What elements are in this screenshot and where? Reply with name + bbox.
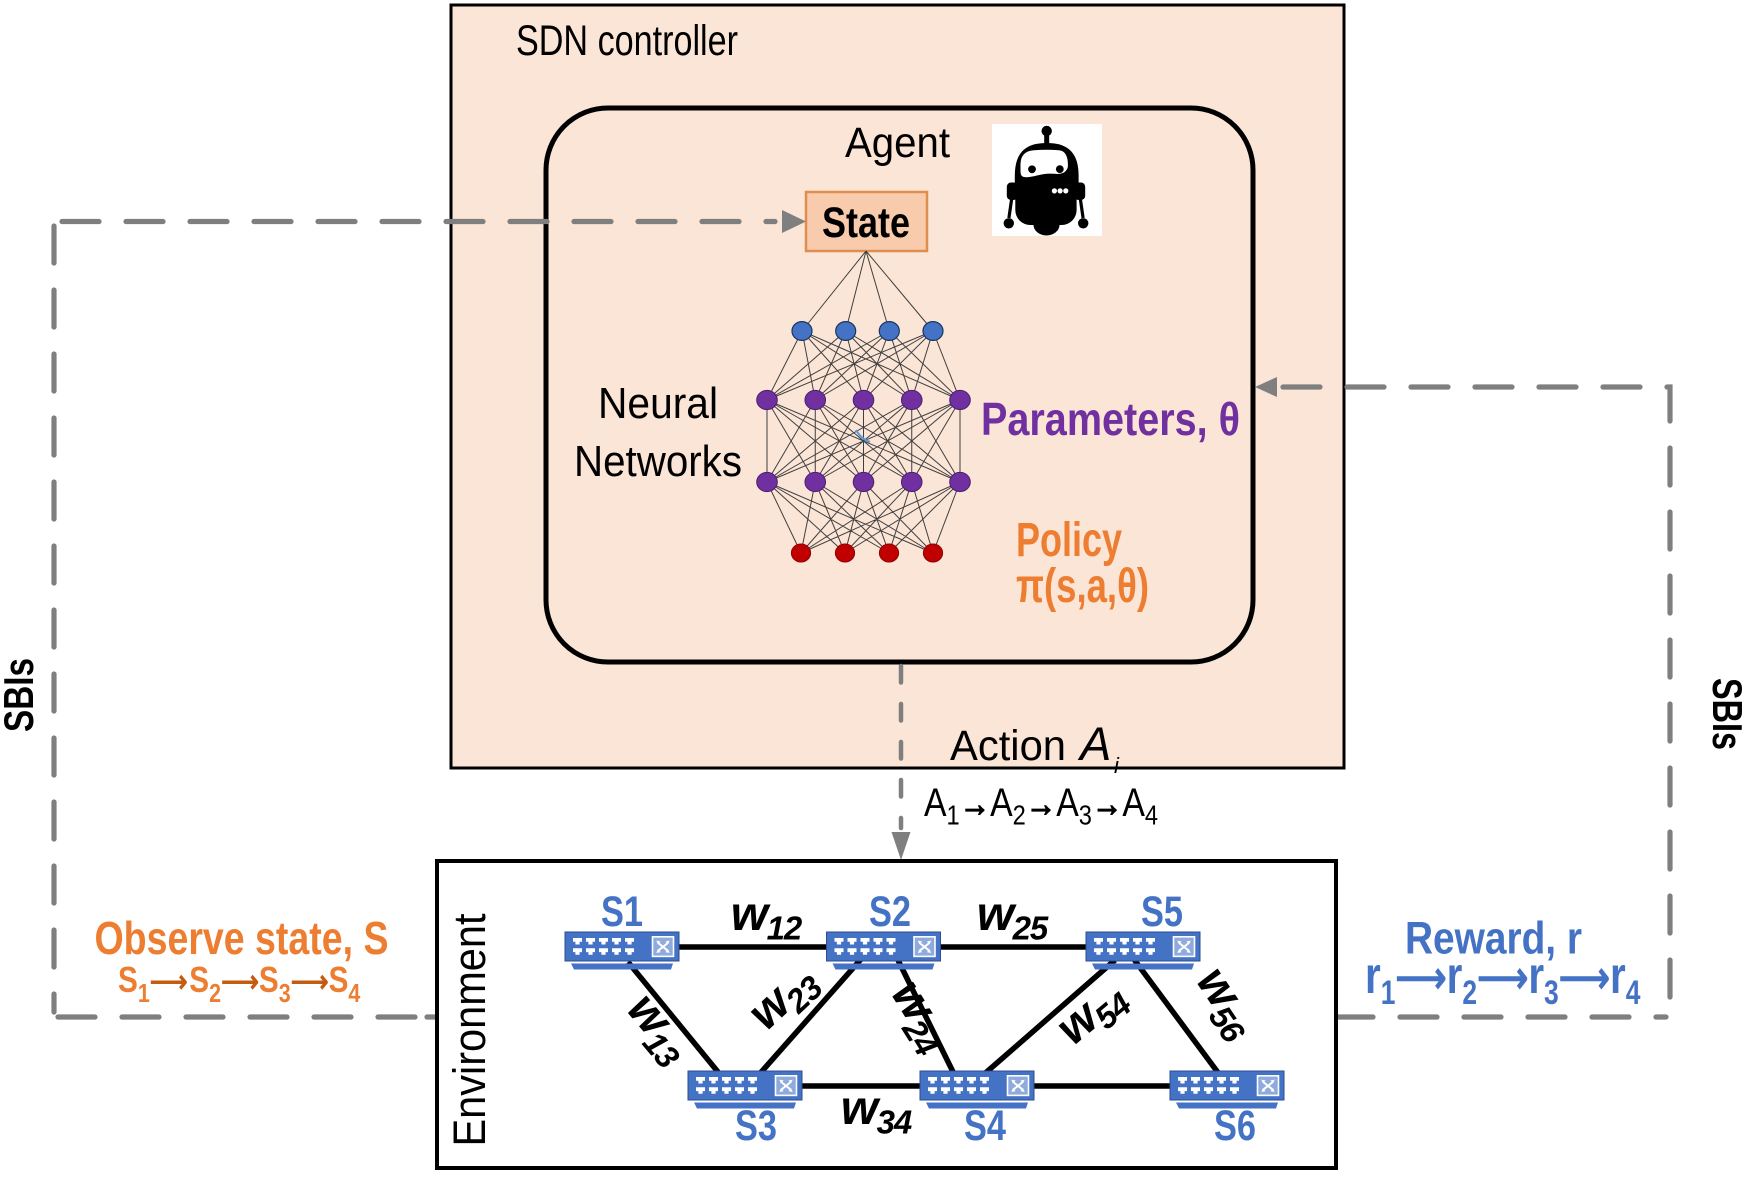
svg-text:π(s,a,θ): π(s,a,θ) <box>1016 560 1149 613</box>
svg-text:SBIs: SBIs <box>0 658 42 732</box>
svg-text:SDN controller: SDN controller <box>516 17 738 65</box>
svg-text:S1: S1 <box>601 888 643 936</box>
svg-text:Observe state, S: Observe state, S <box>95 912 389 964</box>
svg-text:r1⟶r2⟶r3⟶r4: r1⟶r2⟶r3⟶r4 <box>1365 946 1640 1012</box>
svg-text:Neural: Neural <box>598 379 718 428</box>
svg-text:State: State <box>822 199 910 247</box>
svg-text:Environment: Environment <box>444 913 495 1146</box>
svg-text:A: A <box>1077 717 1111 770</box>
svg-text:S2: S2 <box>869 888 911 936</box>
svg-text:S4: S4 <box>964 1102 1006 1150</box>
svg-text:Reward, r: Reward, r <box>1405 913 1582 964</box>
svg-text:Agent: Agent <box>845 119 950 167</box>
svg-text:SBIs: SBIs <box>1704 678 1748 750</box>
svg-text:Parameters, θ: Parameters, θ <box>981 393 1240 445</box>
svg-text:Networks: Networks <box>574 437 742 486</box>
svg-text:S5: S5 <box>1141 888 1183 936</box>
svg-text:w25: w25 <box>977 888 1049 947</box>
svg-text:Action: Action <box>950 722 1066 770</box>
svg-text:Policy: Policy <box>1016 514 1122 567</box>
svg-text:i: i <box>1114 753 1120 778</box>
svg-text:A1→A2→A3→A4: A1→A2→A3→A4 <box>924 779 1158 831</box>
svg-text:S3: S3 <box>735 1102 777 1150</box>
svg-text:S6: S6 <box>1214 1102 1256 1150</box>
svg-text:S1⟶S2⟶S3⟶S4: S1⟶S2⟶S3⟶S4 <box>118 959 361 1008</box>
